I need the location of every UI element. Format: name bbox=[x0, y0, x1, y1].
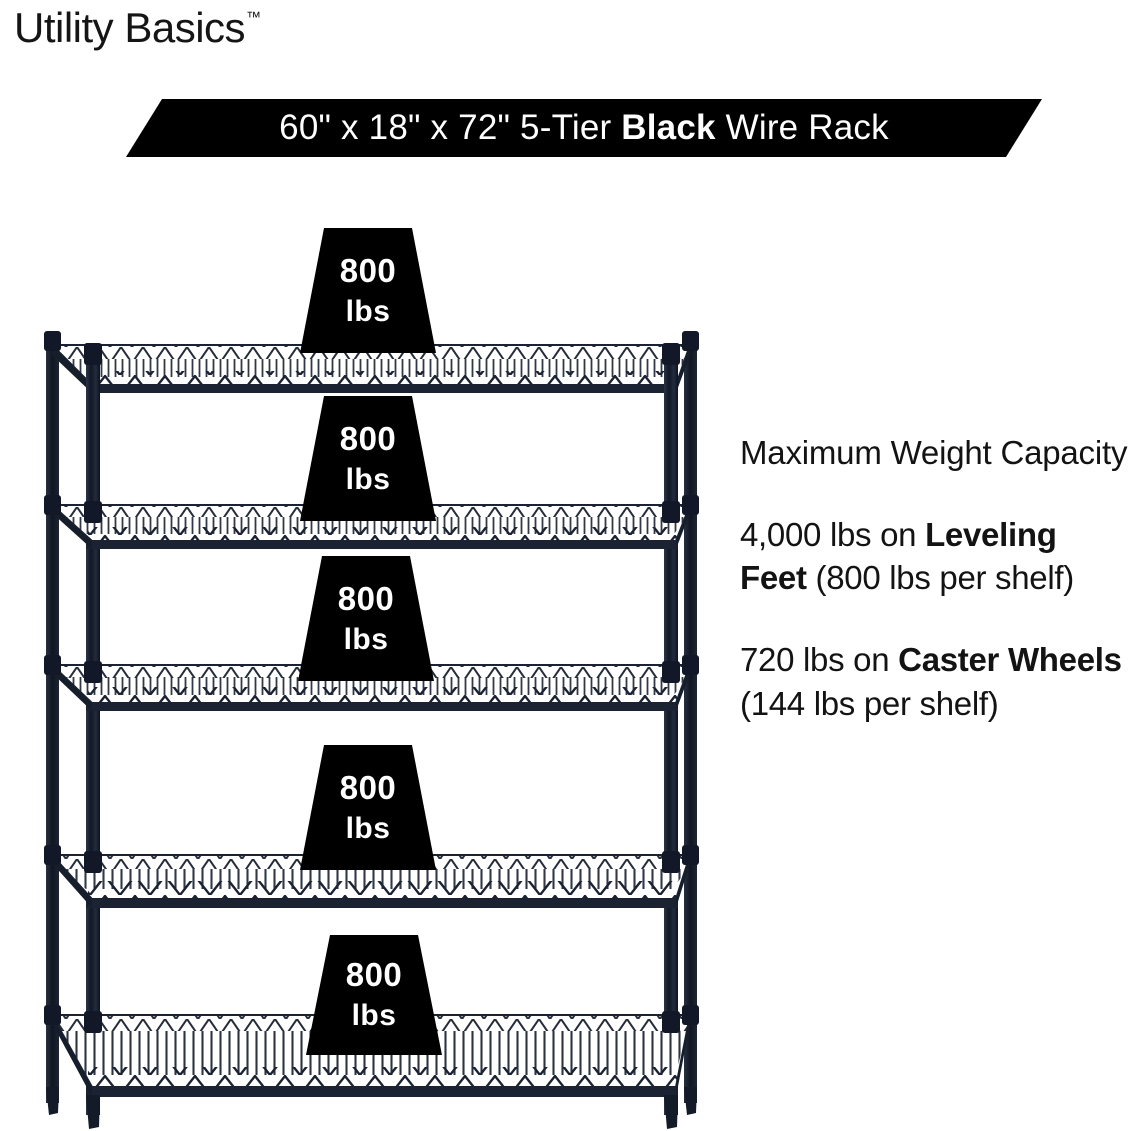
load-unit: lbs bbox=[345, 294, 391, 328]
load-value: 800 bbox=[339, 251, 397, 289]
title-banner: 60" x 18" x 72" 5-Tier Black Wire Rack bbox=[126, 99, 1042, 157]
load-badge-shelf-2: 800 lbs bbox=[300, 396, 436, 521]
trademark-symbol: ™ bbox=[246, 9, 262, 26]
brand-name: Utility Basics bbox=[14, 4, 246, 51]
brand-logo: Utility Basics™ bbox=[14, 4, 261, 52]
load-unit: lbs bbox=[343, 622, 389, 656]
load-badge-shelf-3: 800 lbs bbox=[298, 556, 434, 681]
load-value: 800 bbox=[339, 768, 397, 806]
load-value: 800 bbox=[345, 956, 403, 994]
capacity-leveling-feet: 4,000 lbs on Leveling Feet (800 lbs per … bbox=[740, 513, 1130, 600]
leveling-lead: 4,000 lbs on bbox=[740, 515, 926, 553]
leveling-bold: Leveling Feet bbox=[740, 515, 1057, 597]
load-badge-shelf-1: 800 lbs bbox=[300, 228, 436, 353]
capacity-heading: Maximum Weight Capacity bbox=[740, 434, 1128, 471]
load-unit: lbs bbox=[351, 999, 397, 1033]
load-badge-shelf-4: 800 lbs bbox=[300, 745, 436, 870]
leveling-tail: (800 lbs per shelf) bbox=[806, 559, 1075, 597]
capacity-caster-wheels: 720 lbs on Caster Wheels (144 lbs per sh… bbox=[740, 638, 1130, 725]
caster-bold: Caster Wheels bbox=[898, 640, 1122, 678]
load-value: 800 bbox=[337, 579, 395, 617]
banner-title: 60" x 18" x 72" 5-Tier Black Wire Rack bbox=[279, 107, 889, 147]
load-value: 800 bbox=[339, 419, 397, 457]
caster-tail: (144 lbs per shelf) bbox=[740, 684, 999, 722]
load-unit: lbs bbox=[345, 462, 391, 496]
leveling-feet bbox=[46, 1087, 697, 1129]
load-badge-shelf-5: 800 lbs bbox=[306, 935, 442, 1055]
load-unit: lbs bbox=[345, 811, 391, 845]
wire-rack-illustration bbox=[0, 315, 740, 1131]
caster-lead: 720 lbs on bbox=[740, 640, 899, 678]
capacity-info-panel: Maximum Weight Capacity 4,000 lbs on Lev… bbox=[740, 432, 1130, 725]
